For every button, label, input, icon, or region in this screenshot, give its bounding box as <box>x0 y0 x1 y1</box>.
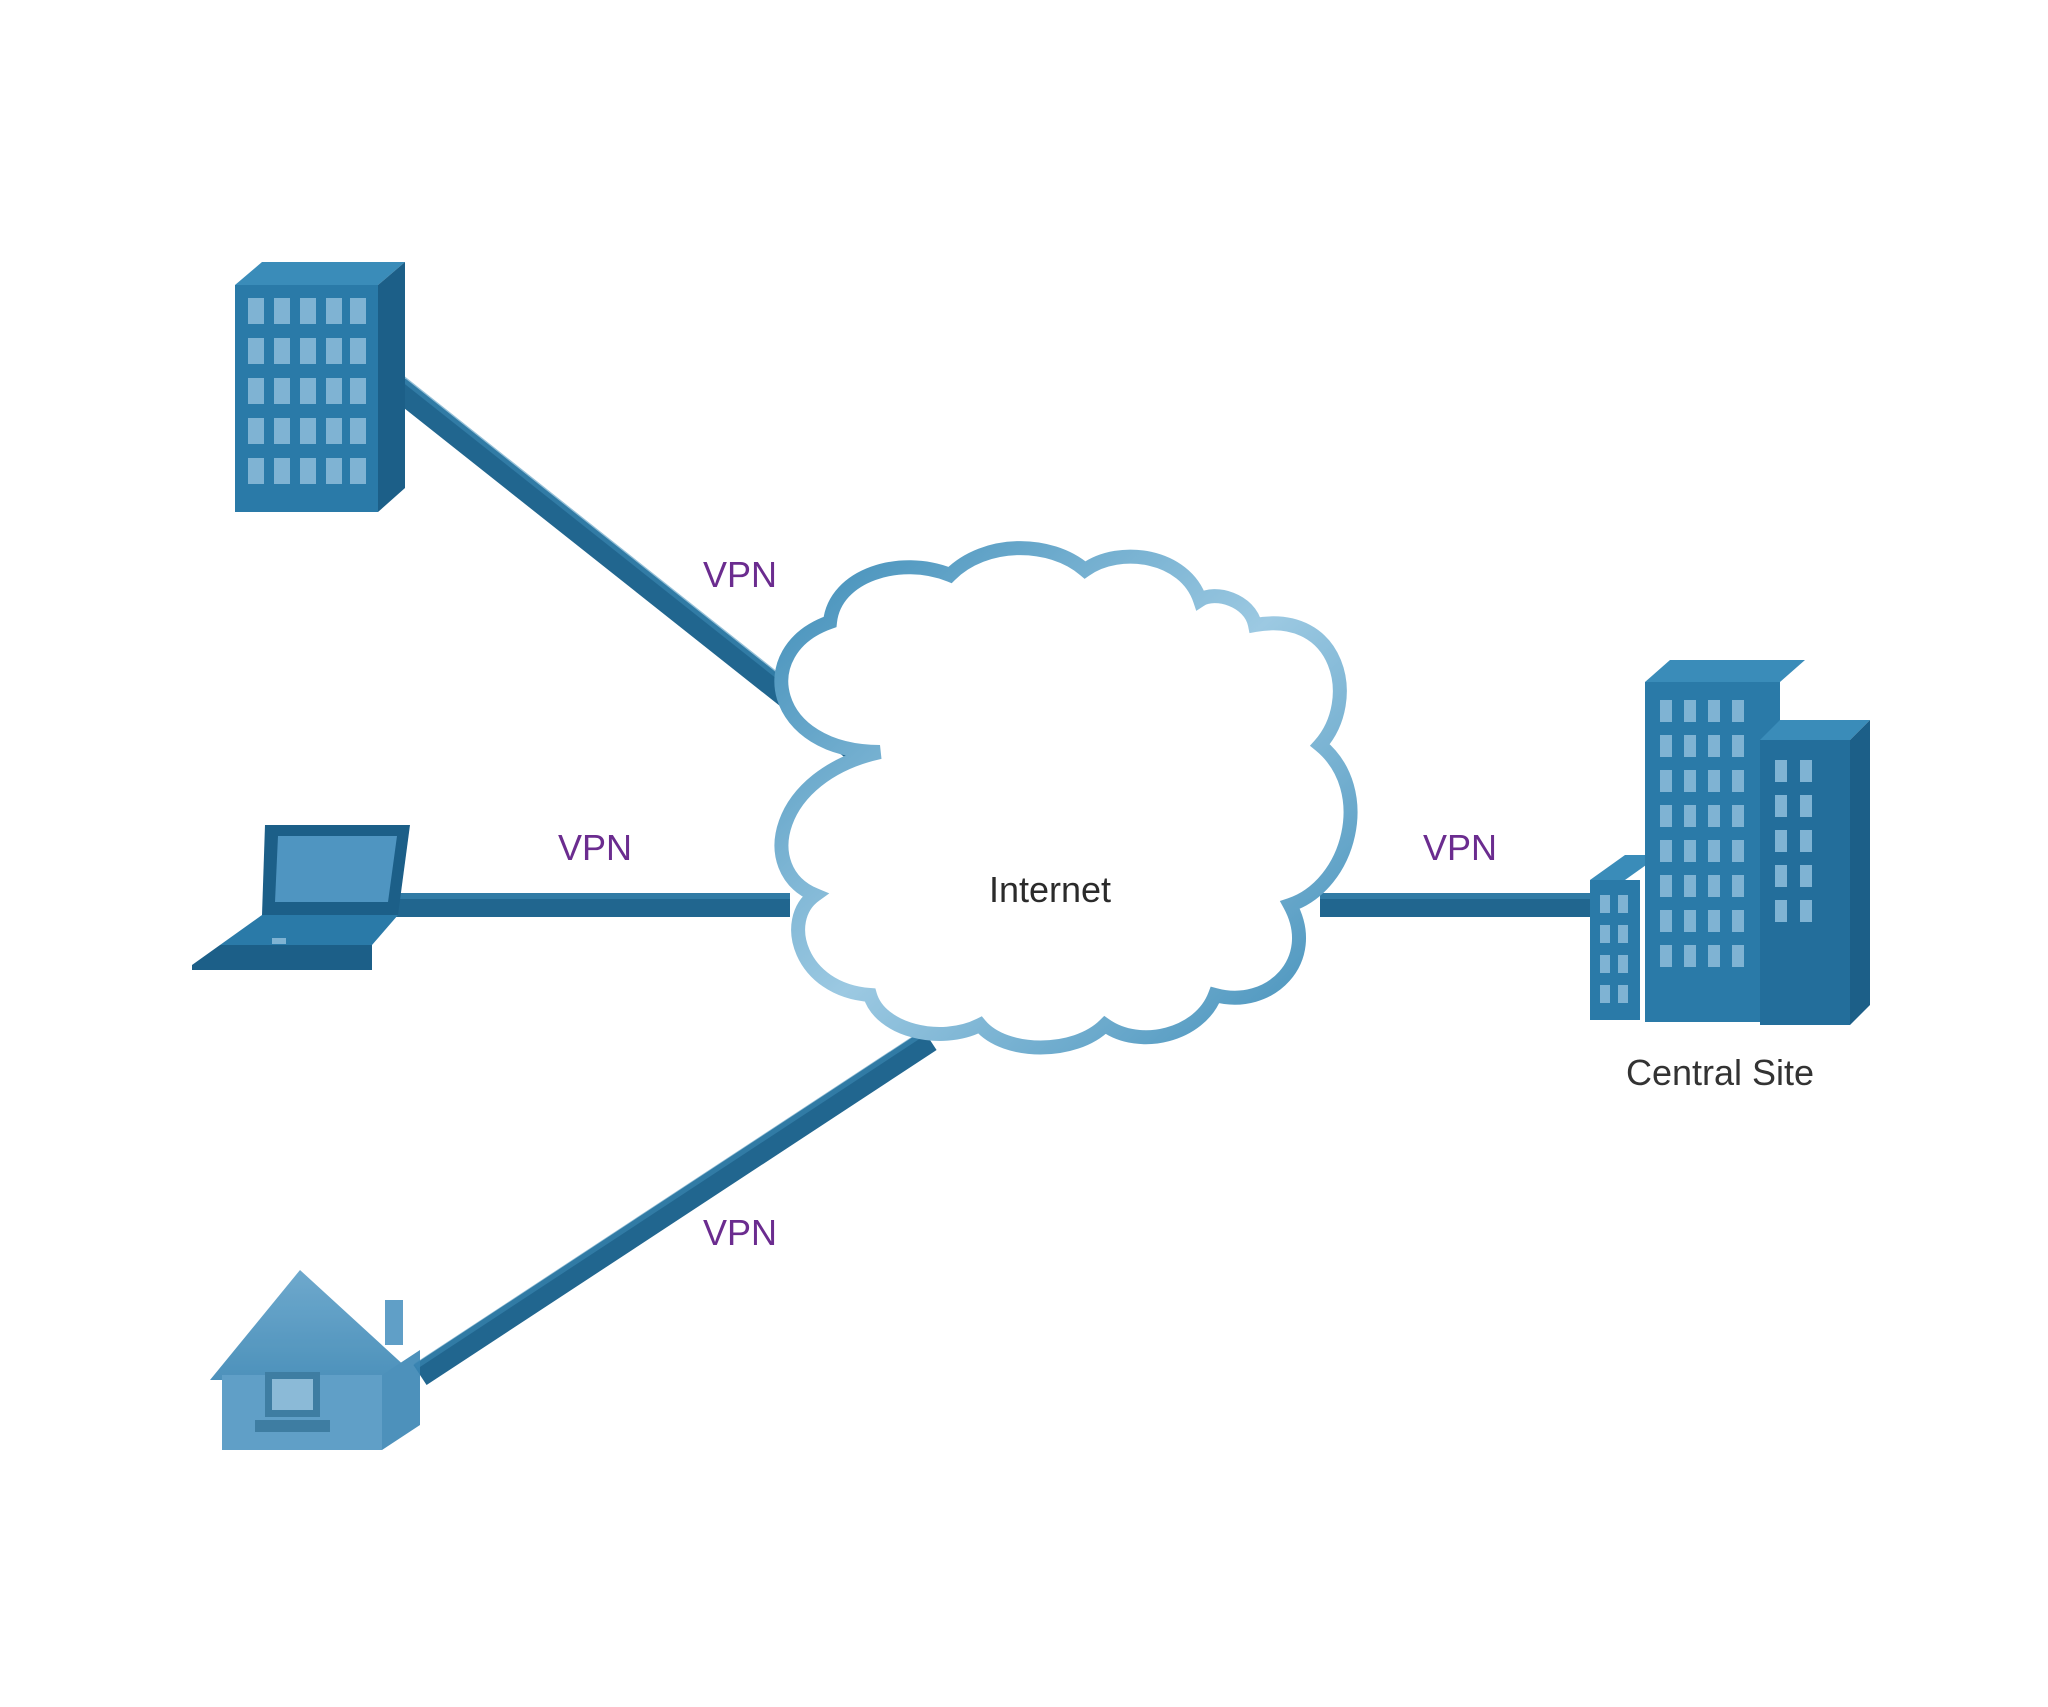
vpn-label-home: VPN <box>703 1212 777 1253</box>
cloud-icon: Internet <box>774 541 1358 1055</box>
headquarters-building-icon <box>1590 660 1870 1025</box>
central-site-label: Central Site <box>1626 1052 1814 1093</box>
link-laptop <box>390 893 790 917</box>
vpn-label-central: VPN <box>1423 827 1497 868</box>
vpn-label-laptop: VPN <box>558 827 632 868</box>
link-home <box>413 1028 937 1386</box>
laptop-icon <box>192 825 410 970</box>
office-building-icon <box>235 262 405 512</box>
cloud-label: Internet <box>989 869 1111 910</box>
vpn-label-branch: VPN <box>703 554 777 595</box>
link-central <box>1320 893 1605 917</box>
house-icon <box>210 1270 420 1450</box>
